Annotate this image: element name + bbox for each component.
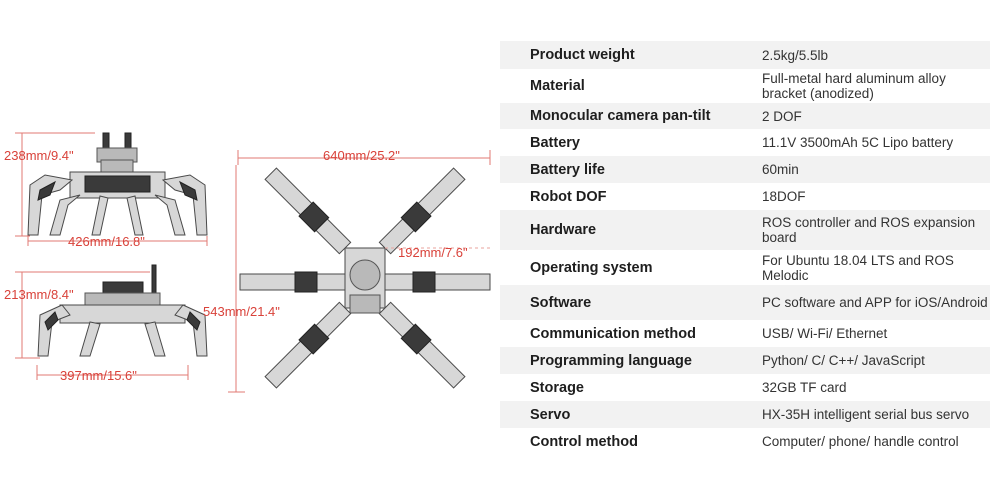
spec-label: Operating system [500, 250, 762, 285]
spec-value: Computer/ phone/ handle control [762, 428, 990, 455]
front-view-height-label: 213mm/8.4" [4, 287, 74, 302]
spec-label: Programming language [500, 347, 762, 374]
spec-label: Software [500, 285, 762, 320]
spec-value: 2 DOF [762, 103, 990, 129]
spec-value: 32GB TF card [762, 374, 990, 401]
spec-label: Product weight [500, 41, 762, 69]
top-view-width-label: 640mm/25.2" [323, 148, 400, 163]
top-view-robot [239, 167, 491, 389]
robot-dimension-diagram: 238mm/9.4" 426mm/16.8" 213mm/8.4" 397mm/… [4, 132, 492, 393]
spec-label: Robot DOF [500, 183, 762, 210]
front-view-robot [37, 264, 208, 357]
spec-value: ROS controller and ROS expansion board [762, 210, 990, 250]
spec-label: Battery [500, 129, 762, 156]
front-view-length-label: 397mm/15.6" [60, 368, 137, 383]
spec-value: 11.1V 3500mAh 5C Lipo battery [762, 129, 990, 156]
side-view-height-label: 238mm/9.4" [4, 148, 74, 163]
top-view-depth-label: 543mm/21.4" [203, 304, 280, 319]
spec-value: 2.5kg/5.5lb [762, 41, 990, 69]
spec-value: PC software and APP for iOS/Android [762, 285, 990, 320]
spec-value: For Ubuntu 18.04 LTS and ROS Melodic [762, 250, 990, 285]
side-view-length-label: 426mm/16.8" [68, 234, 145, 249]
spec-label: Communication method [500, 320, 762, 347]
top-view-leg-label: 192mm/7.6" [398, 245, 468, 260]
spec-value: HX-35H intelligent serial bus servo [762, 401, 990, 428]
spec-label: Storage [500, 374, 762, 401]
spec-label: Hardware [500, 210, 762, 250]
spec-label: Monocular camera pan-tilt [500, 103, 762, 129]
spec-value: USB/ Wi-Fi/ Ethernet [762, 320, 990, 347]
spec-value: 18DOF [762, 183, 990, 210]
spec-label: Battery life [500, 156, 762, 183]
spec-label: Material [500, 69, 762, 103]
spec-label: Control method [500, 428, 762, 455]
spec-value: 60min [762, 156, 990, 183]
spec-value: Python/ C/ C++/ JavaScript [762, 347, 990, 374]
spec-value: Full-metal hard aluminum alloy bracket (… [762, 69, 990, 103]
spec-label: Servo [500, 401, 762, 428]
side-view-robot [27, 132, 208, 236]
